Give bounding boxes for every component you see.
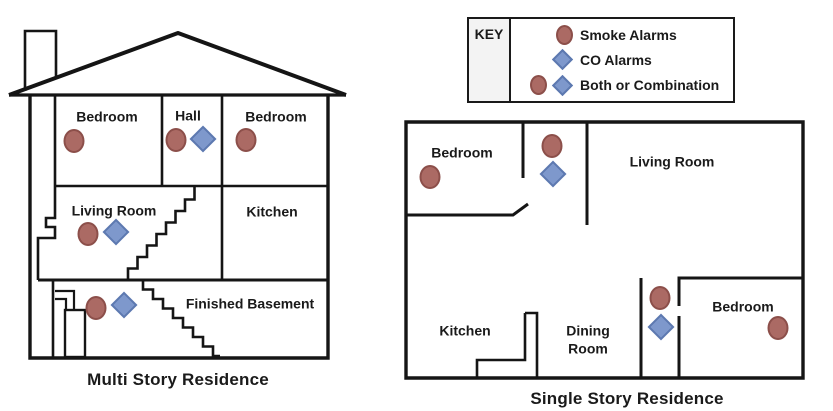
- multi-story-caption: Multi Story Residence: [87, 370, 269, 389]
- co-alarm-icon: [551, 49, 574, 71]
- room-label-bedroom: Bedroom: [712, 298, 774, 315]
- water-heater: [63, 308, 87, 359]
- multi-story-floorplan: [8, 29, 347, 360]
- kitchen-counter: [475, 311, 539, 377]
- key-item-label: CO Alarms: [580, 51, 652, 68]
- smoke-alarm-marker: [63, 129, 85, 153]
- outer-walls: [28, 95, 330, 360]
- key-legend: KEY Smoke Alarms CO Alarms Both or Combi…: [467, 17, 735, 103]
- room-label-hall: Hall: [175, 107, 201, 124]
- room-label-finished-basement: Finished Basement: [185, 295, 315, 312]
- staircase-basement: [133, 278, 220, 358]
- room-label-kitchen: Kitchen: [439, 322, 491, 339]
- co-alarm-icon: [551, 74, 574, 96]
- smoke-alarm-marker: [419, 165, 441, 189]
- key-item-both-or-combination: Both or Combination: [511, 73, 733, 98]
- key-item-smoke-alarms: Smoke Alarms: [511, 22, 733, 47]
- key-item-label: Both or Combination: [580, 77, 720, 94]
- room-label-dining-room: Dining Room: [566, 322, 610, 357]
- smoke-alarm-marker: [165, 128, 187, 152]
- chimney: [23, 29, 58, 91]
- smoke-alarm-icon: [556, 24, 573, 45]
- left-inner-wall: [36, 95, 57, 280]
- bedroom-bottom-wall-door: [406, 202, 529, 217]
- smoke-alarm-marker: [767, 316, 789, 340]
- staircase-upper: [126, 186, 196, 280]
- outer-walls: [404, 120, 805, 380]
- smoke-alarm-marker: [649, 286, 671, 310]
- smoke-alarm-marker: [235, 128, 257, 152]
- smoke-alarm-marker: [77, 222, 99, 246]
- smoke-alarm-marker: [85, 296, 107, 320]
- room-label-bedroom: Bedroom: [76, 108, 138, 125]
- key-item-label: Smoke Alarms: [580, 26, 677, 43]
- room-label-living-room: Living Room: [629, 153, 715, 170]
- bedroom2-walls: [677, 276, 803, 378]
- roof: [8, 31, 347, 97]
- single-story-floorplan: [404, 120, 805, 380]
- water-heater-flue: [55, 289, 76, 310]
- smoke-alarm-icon: [530, 75, 547, 96]
- key-rows: Smoke Alarms CO Alarms Both or Combinati…: [511, 19, 733, 101]
- room-label-kitchen: Kitchen: [246, 203, 298, 220]
- room-label-living-room: Living Room: [71, 202, 157, 219]
- room-label-bedroom: Bedroom: [245, 108, 307, 125]
- key-title: KEY: [469, 19, 511, 101]
- key-item-co-alarms: CO Alarms: [511, 47, 733, 72]
- single-story-caption: Single Story Residence: [530, 389, 724, 408]
- smoke-alarm-marker: [541, 134, 563, 158]
- room-label-bedroom: Bedroom: [431, 144, 493, 161]
